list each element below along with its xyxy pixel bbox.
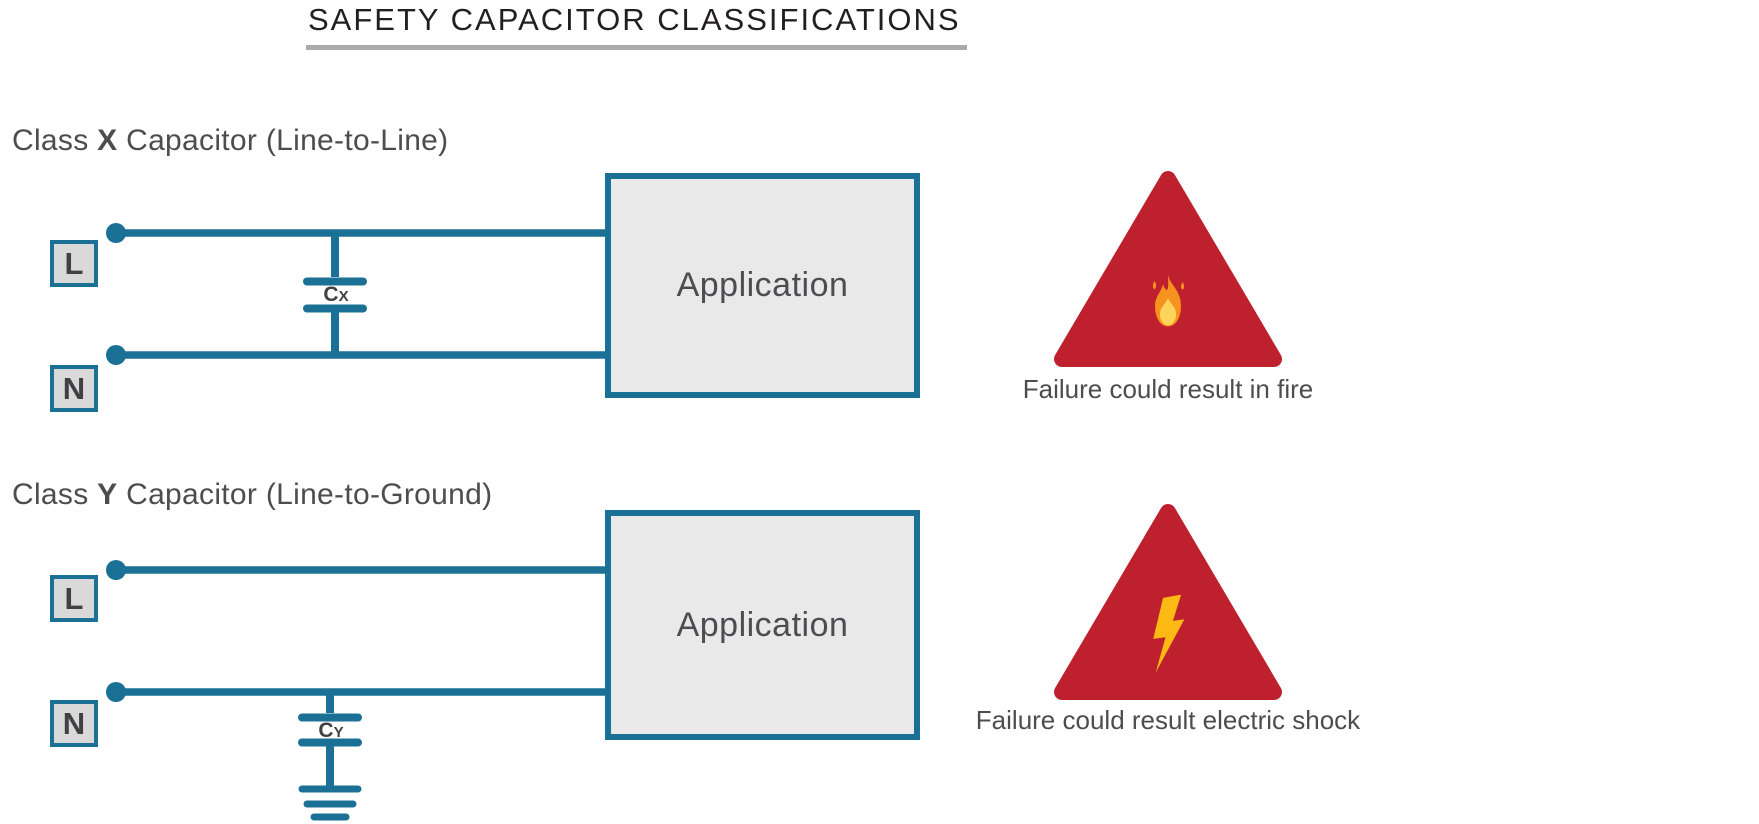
capacitor-subscript: Y	[333, 724, 344, 741]
application-label: Application	[676, 605, 849, 644]
node-dot-y-neutral	[106, 682, 126, 702]
heading-suffix: Capacitor (Line-to-Ground)	[117, 478, 493, 511]
application-box-x: Application	[605, 173, 920, 398]
warning-caption-fire: Failure could result in fire	[1022, 374, 1314, 404]
section-heading-class-x: Class X Capacitor (Line-to-Line)	[12, 124, 448, 158]
lightning-icon	[1153, 594, 1185, 673]
application-label: Application	[676, 266, 849, 304]
terminal-box-line-y: L	[50, 575, 98, 622]
application-box-y: Application	[605, 510, 920, 740]
capacitor-symbol: C	[318, 719, 334, 742]
heading-prefix: Class	[12, 124, 98, 157]
flame-icon	[1152, 274, 1185, 327]
terminal-box-line-x: L	[50, 240, 98, 287]
capacitor-symbol: C	[323, 283, 339, 306]
page-title: SAFETY CAPACITOR CLASSIFICATIONS	[306, 2, 967, 50]
capacitor-label-y: CY	[309, 720, 353, 743]
terminal-box-neutral-x: N	[50, 365, 98, 412]
node-dot-y-line	[106, 560, 126, 580]
heading-class-letter: X	[97, 124, 118, 157]
capacitor-subscript: X	[338, 288, 349, 305]
node-dot-x-neutral	[106, 345, 126, 365]
heading-prefix: Class	[12, 478, 98, 511]
warning-caption-shock: Failure could result electric shock	[975, 705, 1361, 735]
warning-triangle-fire	[1054, 171, 1282, 367]
capacitor-label-x: CX	[314, 284, 358, 307]
heading-suffix: Capacitor (Line-to-Line)	[117, 124, 449, 157]
heading-class-letter: Y	[97, 478, 118, 511]
terminal-box-neutral-y: N	[50, 700, 98, 747]
node-dot-x-line	[106, 223, 126, 243]
section-heading-class-y: Class Y Capacitor (Line-to-Ground)	[12, 478, 492, 512]
